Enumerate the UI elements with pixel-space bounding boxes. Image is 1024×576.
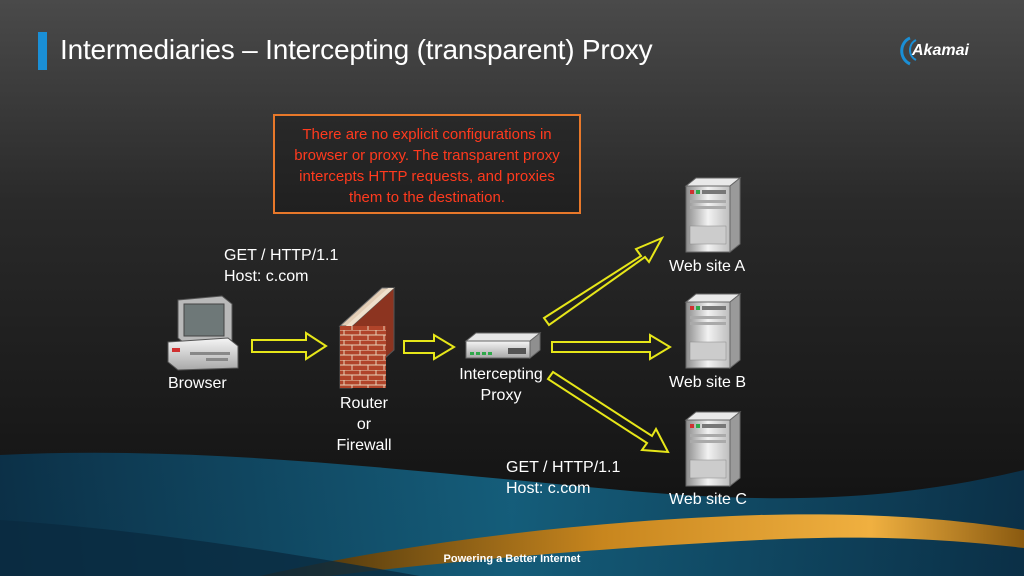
request-bottom-line2: Host: c.com [506, 480, 591, 497]
akamai-logo-text: Akamai [912, 42, 969, 59]
router-label-line1: Router [339, 395, 389, 412]
arrow-proxy-to-site-b [551, 333, 672, 361]
title-accent-bar [38, 32, 47, 70]
request-top-line1: GET / HTTP/1.1 [224, 247, 339, 264]
proxy-label-line2: Proxy [480, 387, 522, 404]
note-text: There are no explicit configurations in … [294, 126, 560, 206]
arrow-proxy-to-site-a [542, 235, 665, 327]
slide-title: Intermediaries – Intercepting (transpare… [60, 34, 653, 65]
server-tower-icon-c [684, 410, 742, 488]
router-label-line2: or [356, 416, 372, 433]
server-tower-icon-b [684, 292, 742, 370]
arrow-browser-to-router [251, 331, 328, 361]
request-bottom-line1: GET / HTTP/1.1 [506, 459, 621, 476]
site-c-label: Web site C [669, 491, 747, 508]
router-label-line3: Firewall [336, 437, 392, 454]
proxy-label-line1: Intercepting [459, 366, 543, 383]
request-top-line2: Host: c.com [224, 268, 309, 285]
akamai-logo-icon [900, 36, 917, 66]
desktop-computer-icon [167, 295, 239, 371]
site-b-label: Web site B [669, 374, 747, 391]
footer-tagline: Powering a Better Internet [443, 553, 581, 565]
arrow-router-to-proxy [403, 333, 456, 361]
site-a-label: Web site A [669, 258, 746, 275]
brick-firewall-icon [338, 286, 396, 390]
browser-label: Browser [168, 375, 227, 392]
server-tower-icon-a [684, 176, 742, 254]
note-box: There are no explicit configurations in … [273, 114, 581, 214]
network-appliance-icon [464, 331, 542, 360]
arrow-proxy-to-site-c [546, 370, 670, 454]
